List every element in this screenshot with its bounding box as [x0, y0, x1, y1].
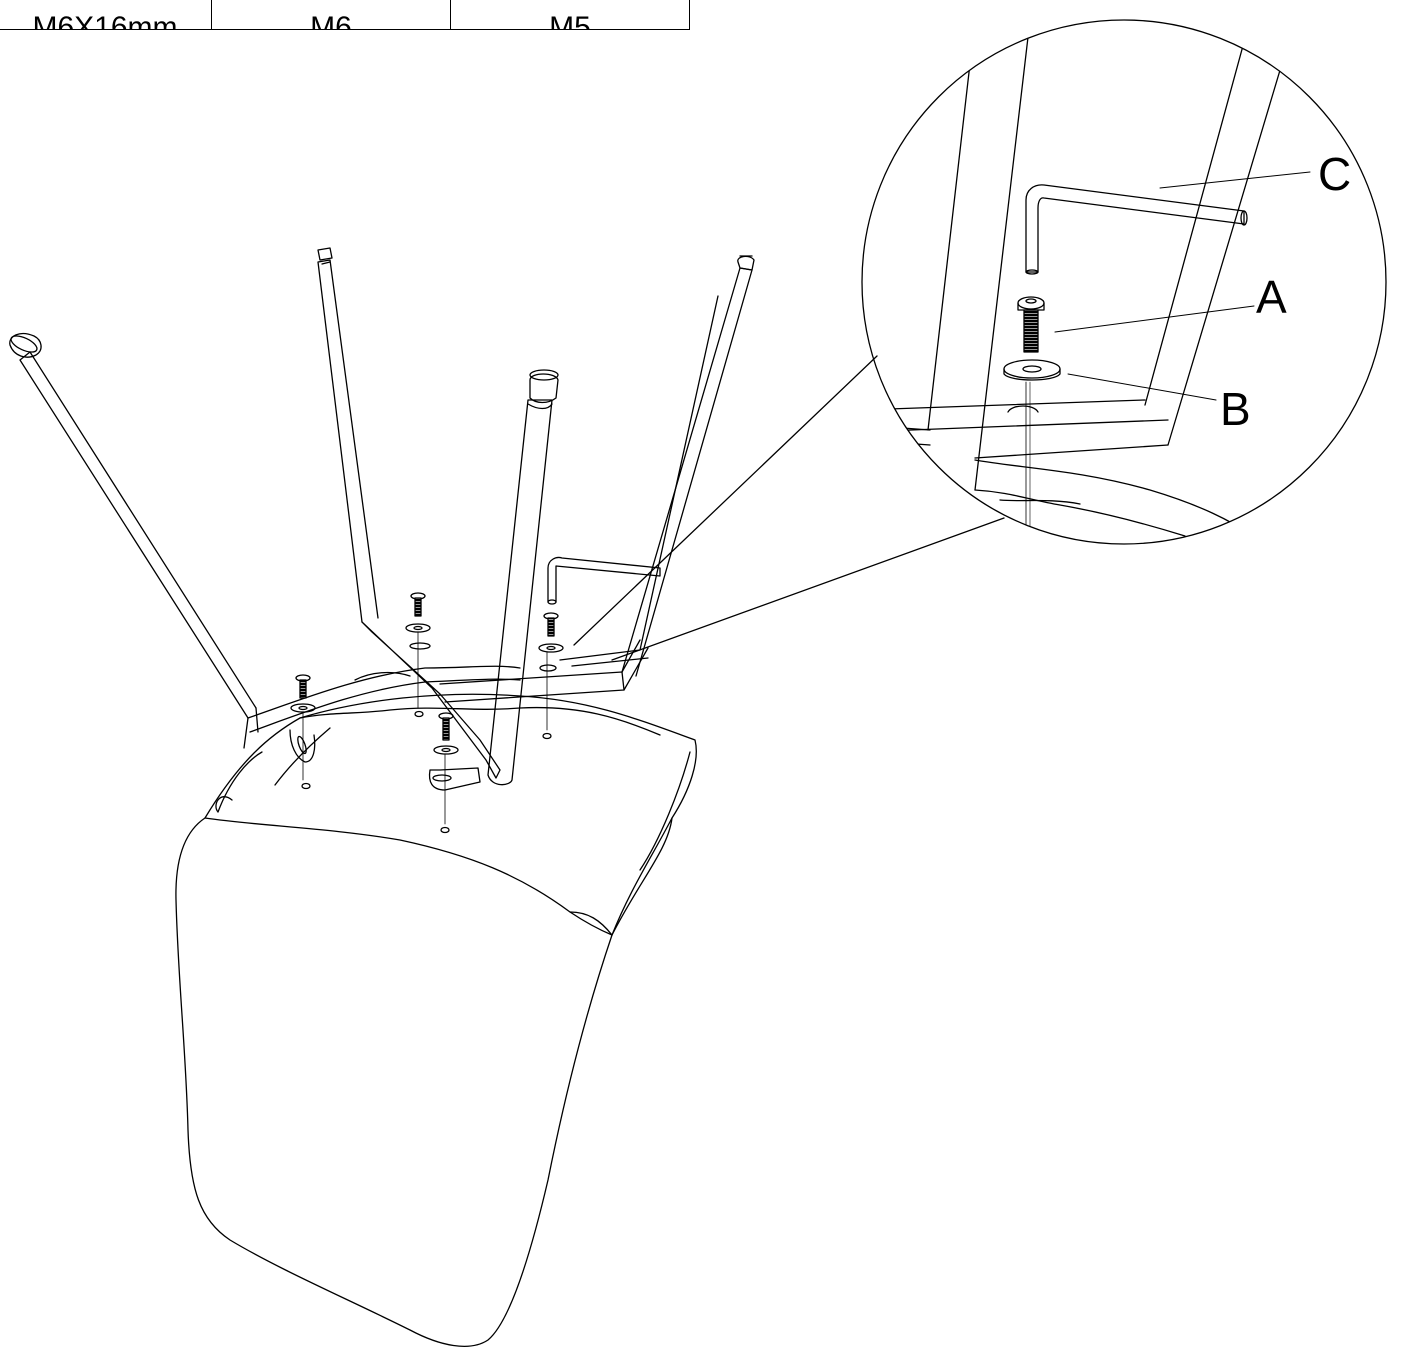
- washer-size-label: M6: [310, 11, 352, 30]
- bolt-size-label: M6X16mm: [32, 11, 178, 30]
- hardware-main: [290, 556, 661, 834]
- allen-key-size-label: M5: [549, 11, 591, 30]
- parts-table-cell-bolt: M6X16mm: [0, 0, 212, 30]
- parts-table: M6X16mm M6 M5: [0, 0, 690, 30]
- bolt-icon: [405, 592, 431, 718]
- zoom-leader-upper: [573, 355, 878, 646]
- bolt-icon: [433, 712, 459, 834]
- parts-table-cell-key: M5: [450, 0, 690, 30]
- chair-frame: [247, 621, 649, 791]
- bolt-icon: [290, 674, 316, 790]
- bolt-icon: [538, 612, 564, 740]
- parts-table-cell-washer: M6: [211, 0, 451, 30]
- parts-table-row: M6X16mm M6 M5: [0, 0, 690, 30]
- chair-legs: [9, 247, 755, 786]
- callout-c-label: C: [1318, 148, 1351, 200]
- callout-b-label: B: [1220, 383, 1251, 435]
- chair-seat: [175, 693, 697, 1347]
- zoom-leader-lower: [611, 517, 1005, 661]
- zoom-detail: [861, 19, 1387, 545]
- callout-a-label: A: [1256, 271, 1287, 323]
